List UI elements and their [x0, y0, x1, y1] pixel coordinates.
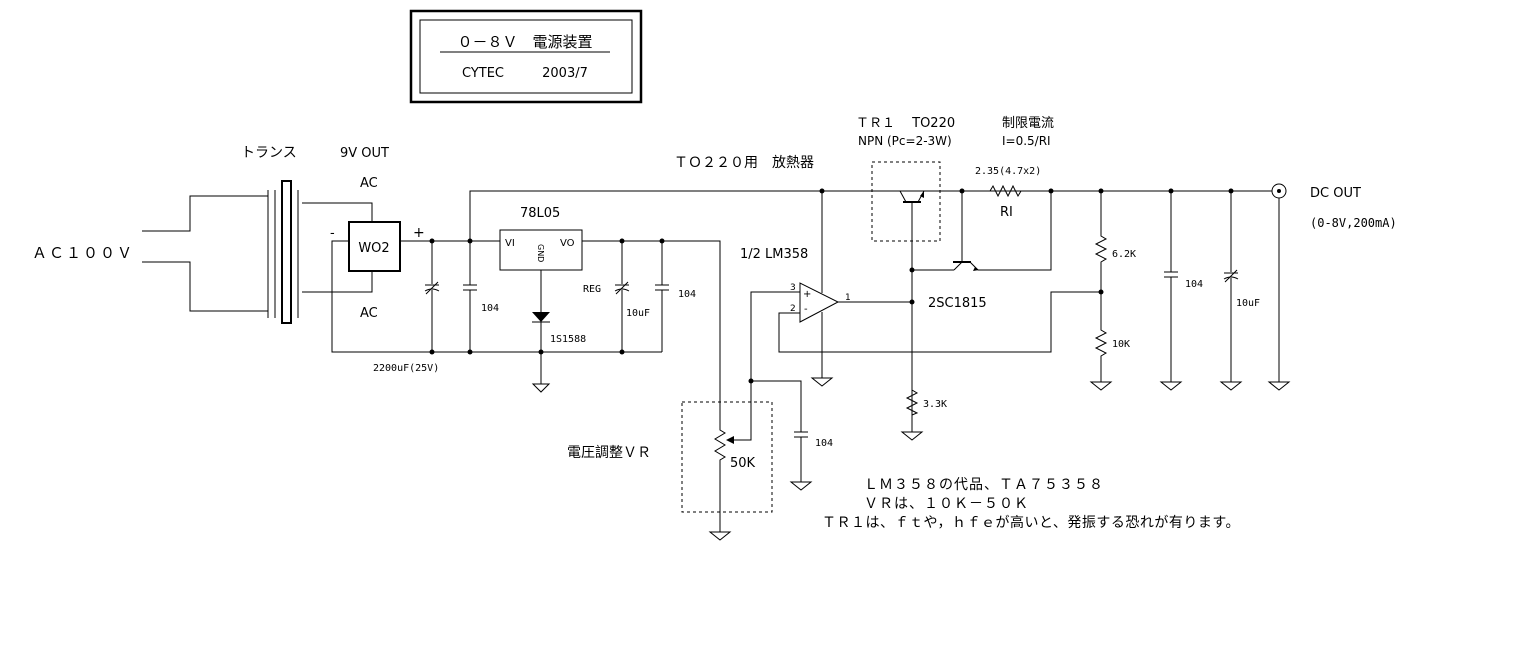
ac-input-wires: [142, 195, 268, 312]
tr1-spec: NPN (Pc=2-3W): [858, 134, 952, 148]
ri-value: 2.35(4.7x2): [975, 166, 1041, 177]
note-3: ＴＲ１は、ｆｔや，ｈｆｅが高いと、発振する恐れが有ります。: [822, 514, 1240, 531]
junction-dots: [429, 188, 1234, 384]
resistor-3k3-ground: [900, 431, 924, 441]
regulator-name: 78L05: [520, 206, 560, 221]
opamp-minus: -: [804, 304, 808, 315]
bridge-rectifier: [348, 221, 401, 272]
cap-104-output-ground: [1159, 381, 1183, 391]
opamp-ground: [810, 377, 834, 387]
opamp-feedback-wire: [778, 291, 1101, 353]
note-1: ＬＭ３５８の代品、ＴＡ７５３５８: [864, 477, 1104, 493]
dc-out-ground: [1267, 381, 1291, 391]
resistor-3k3: [905, 385, 919, 432]
bridge-ac-wires: [302, 202, 373, 293]
cap-10uf-output-label: 10uF: [1236, 298, 1260, 309]
limit-formula: I=0.5/RI: [1002, 134, 1051, 148]
title-text: ０－８Ｖ 電源装置: [457, 33, 592, 51]
cap-104-vr: [751, 380, 808, 482]
vr-wiper-wire: [734, 381, 752, 441]
dc-out-label: DC OUT: [1310, 186, 1361, 201]
regulator-vi: VI: [505, 238, 515, 249]
cap-2200uf-label: 2200uF(25V): [373, 363, 439, 374]
limit-title: 制限電流: [1002, 116, 1054, 131]
opamp-label: 1/2 LM358: [740, 247, 808, 262]
opamp-pin1: 1: [845, 293, 851, 303]
cap-104-reg-label: 104: [678, 289, 696, 300]
ac-input-label: ＡＣ１００Ｖ: [32, 244, 134, 262]
ri-label: RI: [1000, 205, 1013, 220]
dc-out-spec: (0-8V,200mA): [1310, 216, 1397, 230]
divider-ground: [1089, 381, 1113, 391]
cap-104-output-label: 104: [1185, 279, 1203, 290]
tr2-label: 2SC1815: [928, 296, 987, 311]
title-block: ０－８Ｖ 電源装置 CYTEC 2003/7: [409, 9, 643, 104]
diode-1s1588: [531, 270, 551, 393]
note-2: ＶＲは、１０Ｋ－５０Ｋ: [864, 496, 1029, 512]
regulator-output-wire: [582, 240, 721, 420]
transformer: [267, 180, 299, 324]
cap-104-input: [463, 241, 477, 352]
cap-104-input-label: 104: [481, 303, 499, 314]
opamp-noninverting-wire: [750, 291, 800, 381]
heatsink-label: ＴＯ２２０用 放熱器: [674, 155, 814, 171]
date-text: 2003/7: [542, 66, 588, 81]
cap-10uf-reg: [614, 241, 630, 352]
resistor-10k-label: 10K: [1112, 339, 1130, 350]
transistor-2sc1815: [912, 191, 1052, 271]
opamp-pin3: 3: [790, 283, 796, 293]
opamp-plus: +: [803, 289, 811, 300]
ground-rail: [331, 240, 662, 353]
regulator-vo: VO: [560, 238, 575, 249]
cap-104-vr-ground: [789, 481, 813, 491]
regulator-gnd: GND: [536, 244, 545, 262]
opamp-lm358: [799, 282, 840, 323]
output-divider: [1094, 191, 1108, 382]
resistor-ri: [962, 184, 1051, 198]
cap-10uf-output: [1223, 191, 1239, 382]
cap-104-vr-label: 104: [815, 438, 833, 449]
vr-ground: [708, 531, 732, 541]
resistor-3k3-label: 3.3K: [923, 399, 947, 410]
diode-label: 1S1588: [550, 334, 586, 345]
resistor-6k2-label: 6.2K: [1112, 249, 1136, 260]
top-rail: [469, 190, 1276, 241]
cap-10uf-output-ground: [1219, 381, 1243, 391]
vr-value: 50K: [730, 456, 756, 471]
ac-bottom-label: AC: [360, 306, 378, 321]
vr-enclosure: [681, 401, 773, 513]
bridge-plus: +: [413, 225, 425, 241]
bridge-label: WO2: [358, 241, 389, 256]
cap-104-reg: [655, 241, 669, 352]
opamp-pin2: 2: [790, 304, 796, 314]
tr1-transistor: [899, 190, 925, 432]
reg-label: REG: [583, 284, 601, 295]
vr-title: 電圧調整ＶＲ: [567, 445, 651, 461]
cap-10uf-reg-label: 10uF: [626, 308, 650, 319]
cap-2200uf: [424, 241, 440, 352]
bridge-minus: -: [330, 226, 335, 241]
transformer-label: トランス: [241, 145, 297, 161]
maker-text: CYTEC: [462, 66, 504, 81]
vr-wiper: [726, 436, 734, 444]
tr1-heatsink-outline: [871, 161, 941, 242]
transformer-out-label: 9V OUT: [340, 146, 389, 161]
ac-top-label: AC: [360, 176, 378, 191]
cap-104-output: [1164, 191, 1178, 382]
tr1-name: ＴＲ１ TO220: [856, 116, 955, 131]
vr-50k: [714, 420, 726, 532]
